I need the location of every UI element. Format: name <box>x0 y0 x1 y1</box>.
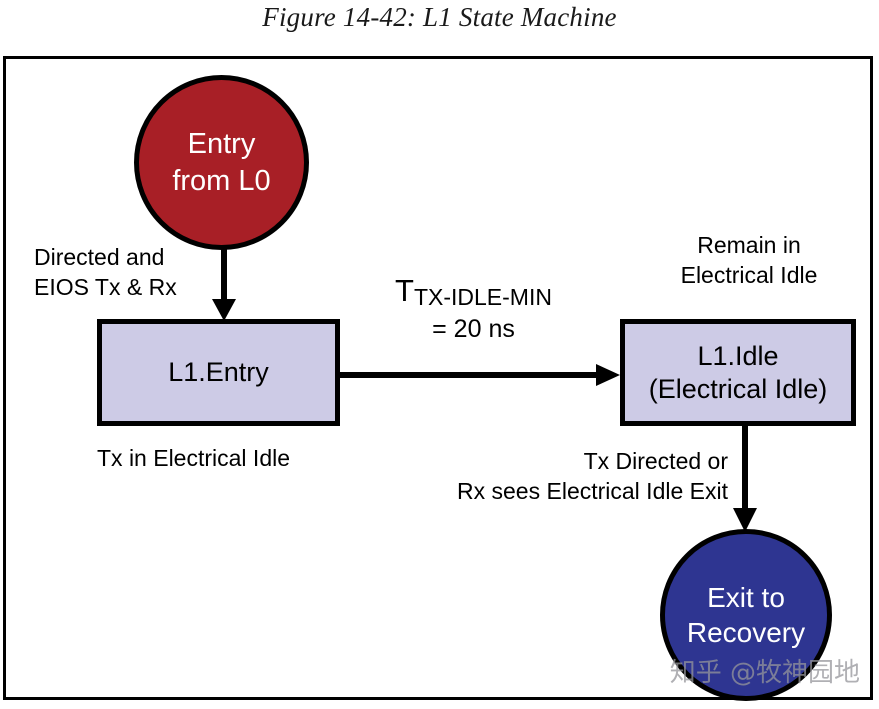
edge-label-directed-and-eios: Directed and EIOS Tx & Rx <box>34 243 177 303</box>
edge-label-directed-and-eios-line1: Directed and <box>34 244 165 270</box>
annotation-tx-in-electrical-idle: Tx in Electrical Idle <box>97 445 291 471</box>
annotation-remain-in-electrical-idle-line1: Remain in <box>697 232 801 258</box>
edge-l1entry-to-l1idle-arrowhead <box>596 364 620 386</box>
node-exit-to-recovery-line1: Exit to <box>707 582 785 613</box>
edge-label-directed-and-eios-line2: EIOS Tx & Rx <box>34 273 177 300</box>
node-l1-entry[interactable]: L1.Entry <box>97 319 340 426</box>
edge-l1idle-to-exit-arrowhead <box>733 508 757 532</box>
node-exit-to-recovery[interactable]: Exit to Recovery <box>660 529 832 701</box>
edge-label-tx-directed-or: Tx Directed or Rx sees Electrical Idle E… <box>418 447 728 507</box>
node-entry-from-l0[interactable]: Entry from L0 <box>134 75 309 250</box>
edge-label-t-tx-idle-min: TTX-IDLE-MIN = 20 ns <box>366 273 581 343</box>
edge-label-tx-directed-or-line1: Tx Directed or <box>583 448 728 474</box>
edge-label-t-subscript: TX-IDLE-MIN <box>413 284 552 310</box>
edge-entry-to-l1entry-line <box>221 213 227 303</box>
node-l1-idle-line1: L1.Idle <box>697 341 779 372</box>
node-entry-from-l0-line1: Entry <box>187 128 256 161</box>
edge-l1entry-to-l1idle-line <box>338 372 600 378</box>
annotation-remain-in-electrical-idle-line2: Electrical Idle <box>680 261 818 288</box>
node-l1-idle[interactable]: L1.Idle (Electrical Idle) <box>620 319 856 426</box>
annotation-remain-in-electrical-idle: Remain in Electrical Idle <box>643 231 855 291</box>
edge-label-t-symbol: T <box>395 273 414 308</box>
figure-title: Figure 14-42: L1 State Machine <box>262 2 617 32</box>
node-l1-entry-label: L1.Entry <box>168 357 269 388</box>
edge-label-tx-directed-or-line2: Rx sees Electrical Idle Exit <box>457 477 728 504</box>
edge-label-t-value: = 20 ns <box>432 314 515 343</box>
edge-entry-to-l1entry-arrowhead <box>212 299 236 321</box>
node-l1-idle-line2: (Electrical Idle) <box>648 373 828 404</box>
node-entry-from-l0-line2: from L0 <box>172 164 271 197</box>
node-exit-to-recovery-line2: Recovery <box>686 617 806 648</box>
edge-l1idle-to-exit-line <box>742 424 748 512</box>
diagram-frame: Entry from L0 Directed and EIOS Tx & Rx … <box>3 56 873 701</box>
